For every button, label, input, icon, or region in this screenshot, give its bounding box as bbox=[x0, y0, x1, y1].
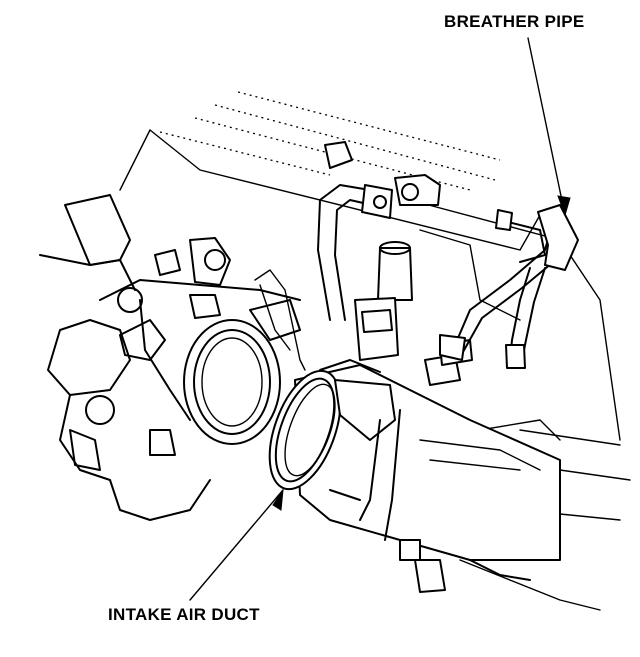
intake-air-duct bbox=[268, 359, 561, 593]
intake-air-duct-label: INTAKE AIR DUCT bbox=[108, 605, 260, 624]
engine-cover-outline bbox=[119, 91, 541, 251]
callout-leaders bbox=[189, 37, 571, 601]
sensor-housing bbox=[354, 241, 473, 386]
breather-pipe-label: BREATHER PIPE bbox=[444, 12, 585, 31]
breather-pipe bbox=[439, 204, 579, 369]
intake-manifold bbox=[409, 199, 631, 611]
throttle-body bbox=[39, 194, 306, 521]
vacuum-hose bbox=[317, 141, 441, 321]
